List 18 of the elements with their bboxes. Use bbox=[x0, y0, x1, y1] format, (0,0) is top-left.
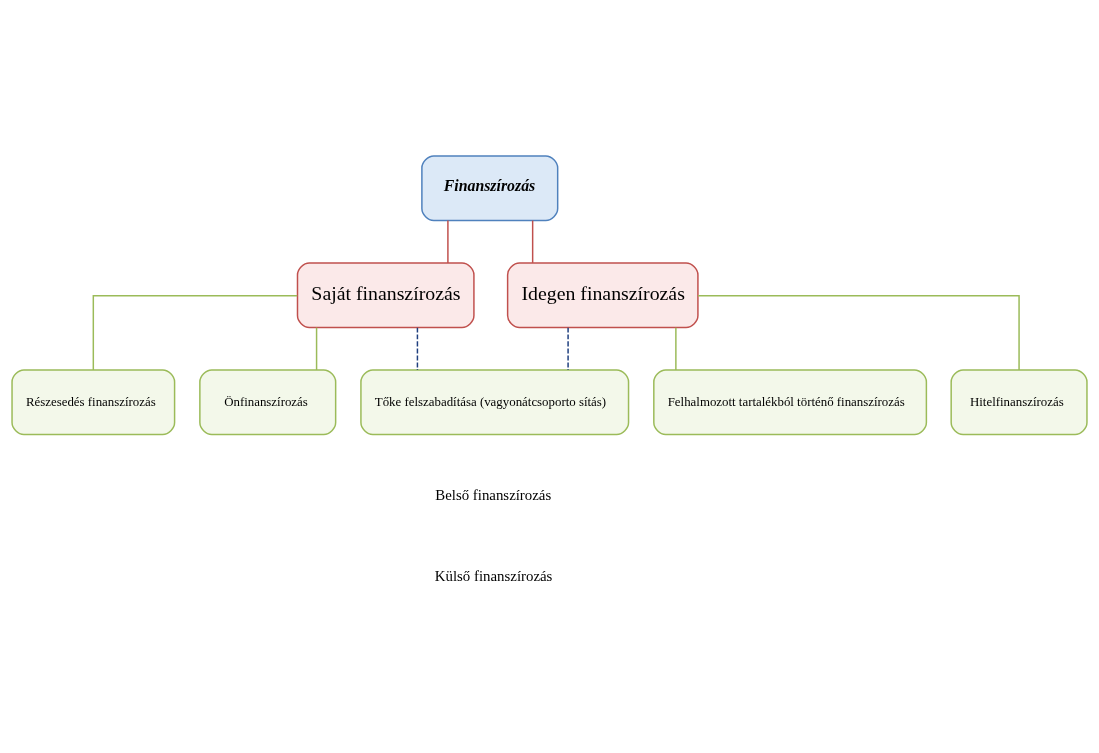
node-box: Tőke felszabadítása (vagyonátcsoporto sítás) bbox=[360, 369, 630, 436]
node-box: Finanszírozás bbox=[421, 155, 559, 222]
connector bbox=[567, 326, 569, 371]
connector bbox=[447, 219, 449, 264]
connector bbox=[531, 219, 534, 264]
node-box: Saját finanszírozás bbox=[296, 262, 475, 329]
node-box: Részesedés finanszírozás bbox=[11, 369, 176, 436]
connector bbox=[92, 294, 298, 371]
connector bbox=[416, 326, 419, 371]
node-box: Önfinanszírozás bbox=[199, 369, 337, 436]
label: Külső finanszírozás bbox=[434, 568, 553, 585]
connector bbox=[675, 326, 677, 371]
node-box: Idegen finanszírozás bbox=[506, 262, 699, 329]
node-box: Felhalmozott tartalékból történő finanszírozás bbox=[653, 369, 928, 436]
connector bbox=[697, 294, 1020, 371]
connector bbox=[315, 326, 318, 371]
label: Belső finanszírozás bbox=[435, 486, 552, 503]
node-box: Hitelfinanszírozás bbox=[950, 369, 1088, 436]
